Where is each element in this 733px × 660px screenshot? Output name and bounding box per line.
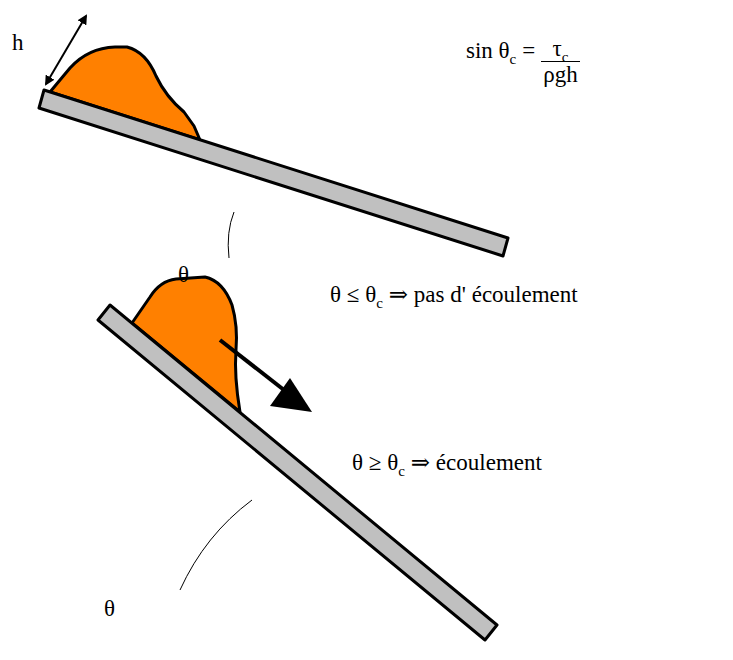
angle-arc xyxy=(228,212,234,258)
text-row: sin θc=τcρgh xyxy=(466,38,580,90)
text-row: θ ≥ θc⇒ écoulement xyxy=(352,450,542,475)
text-row: θ ≤ θc⇒ pas d' écoulement xyxy=(330,282,578,307)
text-row: h xyxy=(12,30,24,55)
numerator: τc xyxy=(553,36,569,61)
formula-text: ⇒ écoulement xyxy=(411,450,542,475)
fraction: τcρgh xyxy=(541,36,579,88)
formula-text: ρgh xyxy=(543,62,577,87)
subscript: c xyxy=(398,463,405,480)
formula-text: ⇒ pas d' écoulement xyxy=(389,282,578,307)
subscript: c xyxy=(376,295,383,312)
formula-text: h xyxy=(12,30,24,55)
flow-arrowhead xyxy=(270,378,312,412)
formula-text: τ xyxy=(553,36,562,61)
height-arrow xyxy=(46,16,86,84)
denominator: ρgh xyxy=(541,61,579,87)
formula-text: = xyxy=(522,38,535,63)
text-row: θ xyxy=(104,596,115,621)
formula-text: θ ≤ θ xyxy=(330,282,376,307)
formula-text: θ xyxy=(104,596,115,621)
formula-text: sin θ xyxy=(466,38,510,63)
angle-arc xyxy=(180,500,252,590)
subscript: c xyxy=(510,51,517,68)
formula-text: θ ≥ θ xyxy=(352,450,398,475)
text-row: θ xyxy=(178,262,189,287)
inclined-plane xyxy=(39,90,508,256)
flow-arrow xyxy=(220,340,284,390)
formula-text: θ xyxy=(178,262,189,287)
